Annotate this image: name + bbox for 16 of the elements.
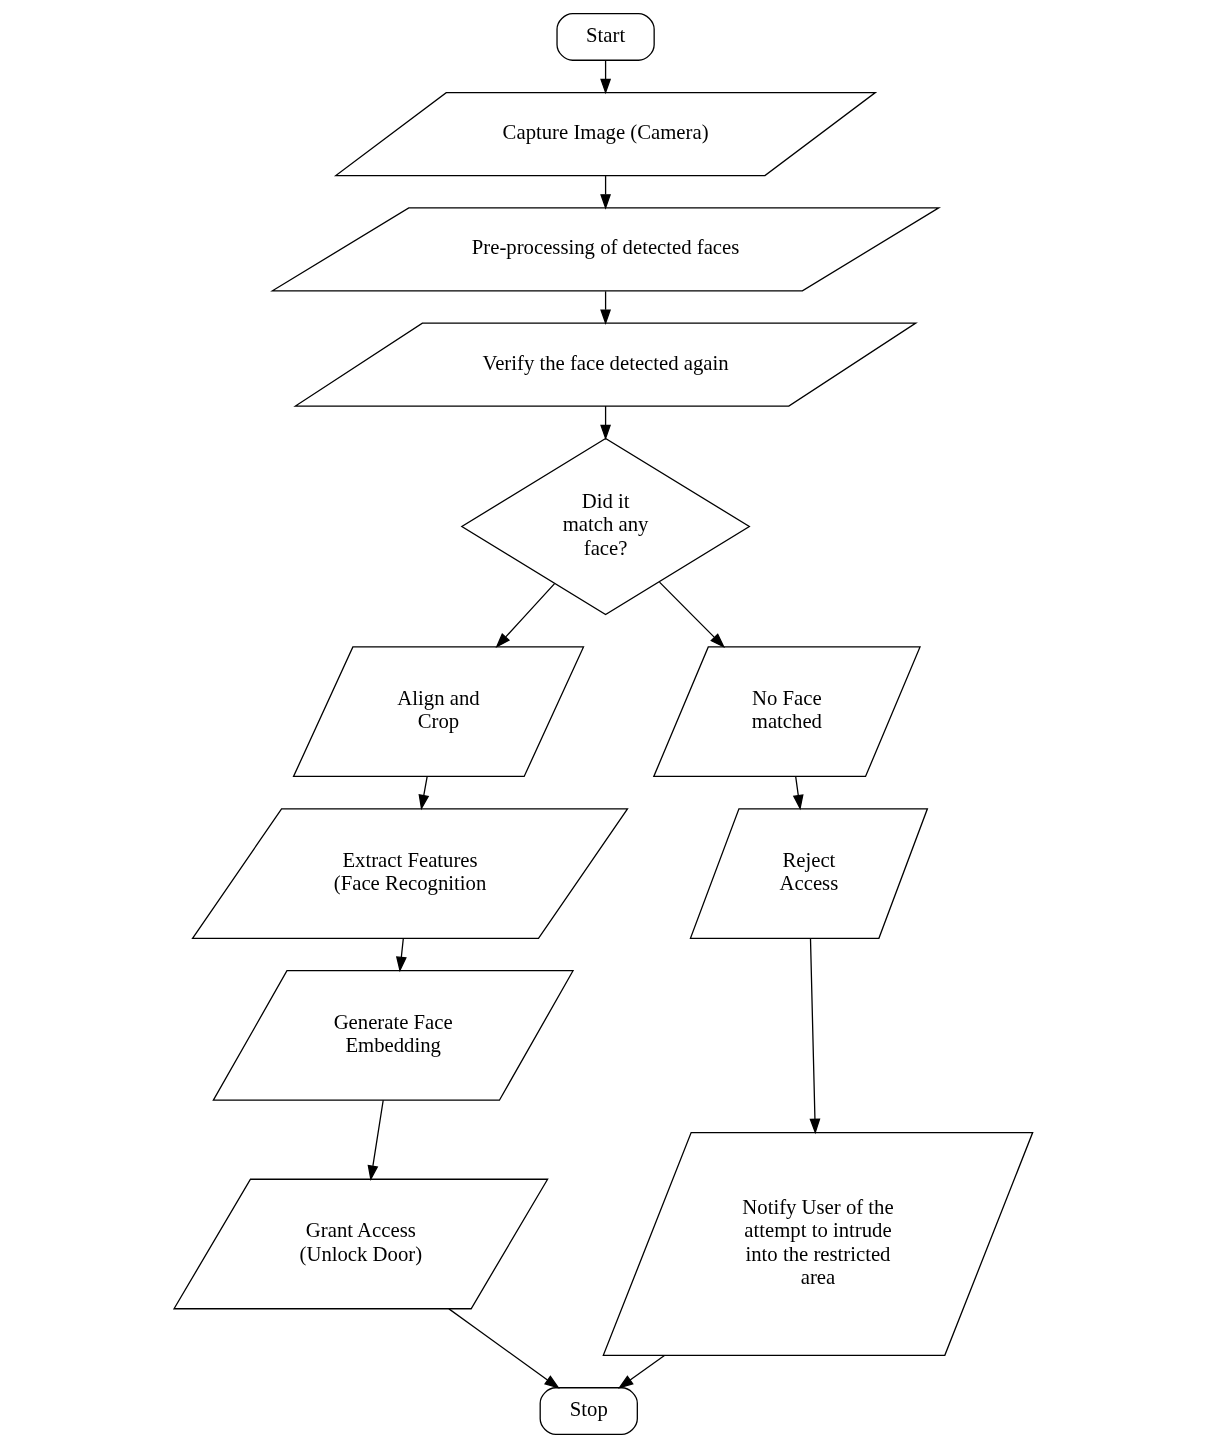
node-box: Stop xyxy=(539,1387,638,1435)
arrow xyxy=(418,776,429,811)
arrow xyxy=(658,581,725,649)
arrow xyxy=(792,776,804,811)
arrow xyxy=(617,1354,665,1389)
arrow xyxy=(395,938,407,973)
arrow xyxy=(447,1308,560,1389)
arrow xyxy=(495,582,555,649)
arrow xyxy=(599,290,611,326)
arrow xyxy=(808,937,820,1135)
node-diamond: Did it match any face? xyxy=(460,437,751,616)
node-box: Start xyxy=(555,13,655,61)
arrow xyxy=(599,405,611,441)
arrow xyxy=(599,175,611,210)
arrow xyxy=(599,60,611,95)
arrow xyxy=(367,1099,384,1182)
